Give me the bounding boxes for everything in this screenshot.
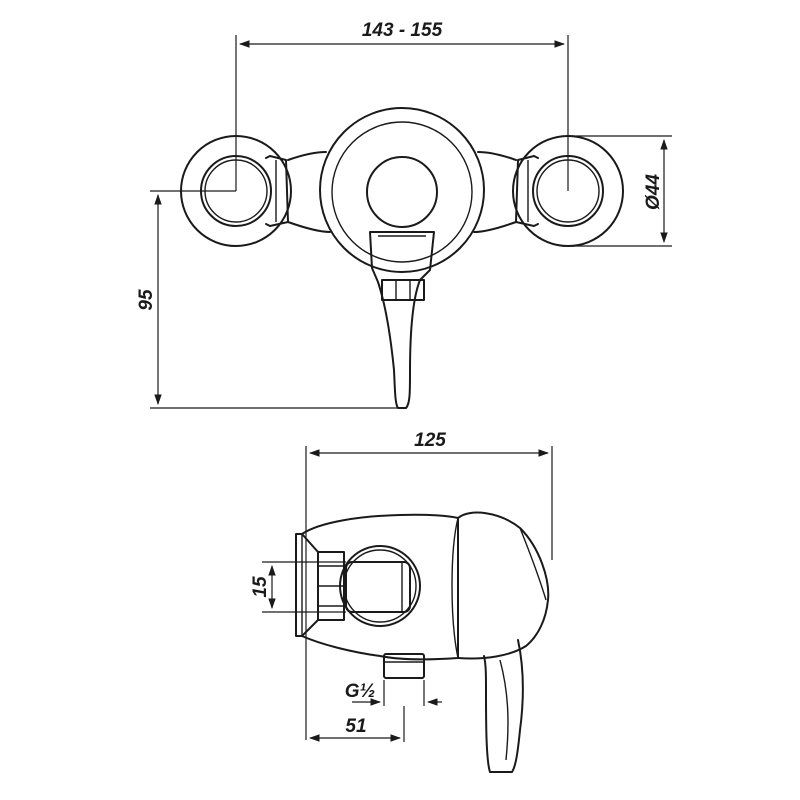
side-lever	[483, 639, 524, 773]
mixer-body	[319, 107, 485, 273]
lever-handle	[369, 231, 435, 409]
depth-dimension-label: 125	[414, 430, 446, 451]
side-dome	[457, 511, 550, 660]
height-dimension-label: 95	[136, 289, 157, 311]
outlet-height-dimension: 15	[250, 561, 346, 613]
side-outlet	[383, 653, 425, 679]
side-flange	[295, 533, 319, 637]
diameter-dimension-label: Ø44	[643, 174, 664, 210]
width-dimension-label: 143 - 155	[362, 20, 443, 41]
mixer-body-inner	[331, 121, 473, 263]
diameter-dimension: Ø44	[568, 135, 672, 247]
inlet-offset-dimension-label: 51	[345, 716, 366, 737]
left-arm	[287, 151, 331, 233]
inlet-thread-dimension-label: G½	[345, 681, 376, 702]
side-inlet-connector	[339, 545, 421, 627]
inlet-thread-dimension: G½	[345, 680, 442, 706]
outlet-height-dimension-label: 15	[250, 576, 271, 598]
right-arm	[473, 151, 517, 233]
side-view: 125 15 G½ 51	[250, 430, 553, 773]
inlet-offset-dimension: 51	[308, 706, 405, 742]
control-knob	[366, 156, 438, 228]
width-dimension: 143 - 155	[235, 20, 569, 191]
outlet-nut	[381, 279, 425, 301]
front-view: 143 - 155 Ø44 95	[136, 20, 672, 409]
depth-dimension: 125	[305, 430, 553, 740]
side-body	[301, 513, 459, 661]
height-dimension: 95	[136, 190, 398, 409]
